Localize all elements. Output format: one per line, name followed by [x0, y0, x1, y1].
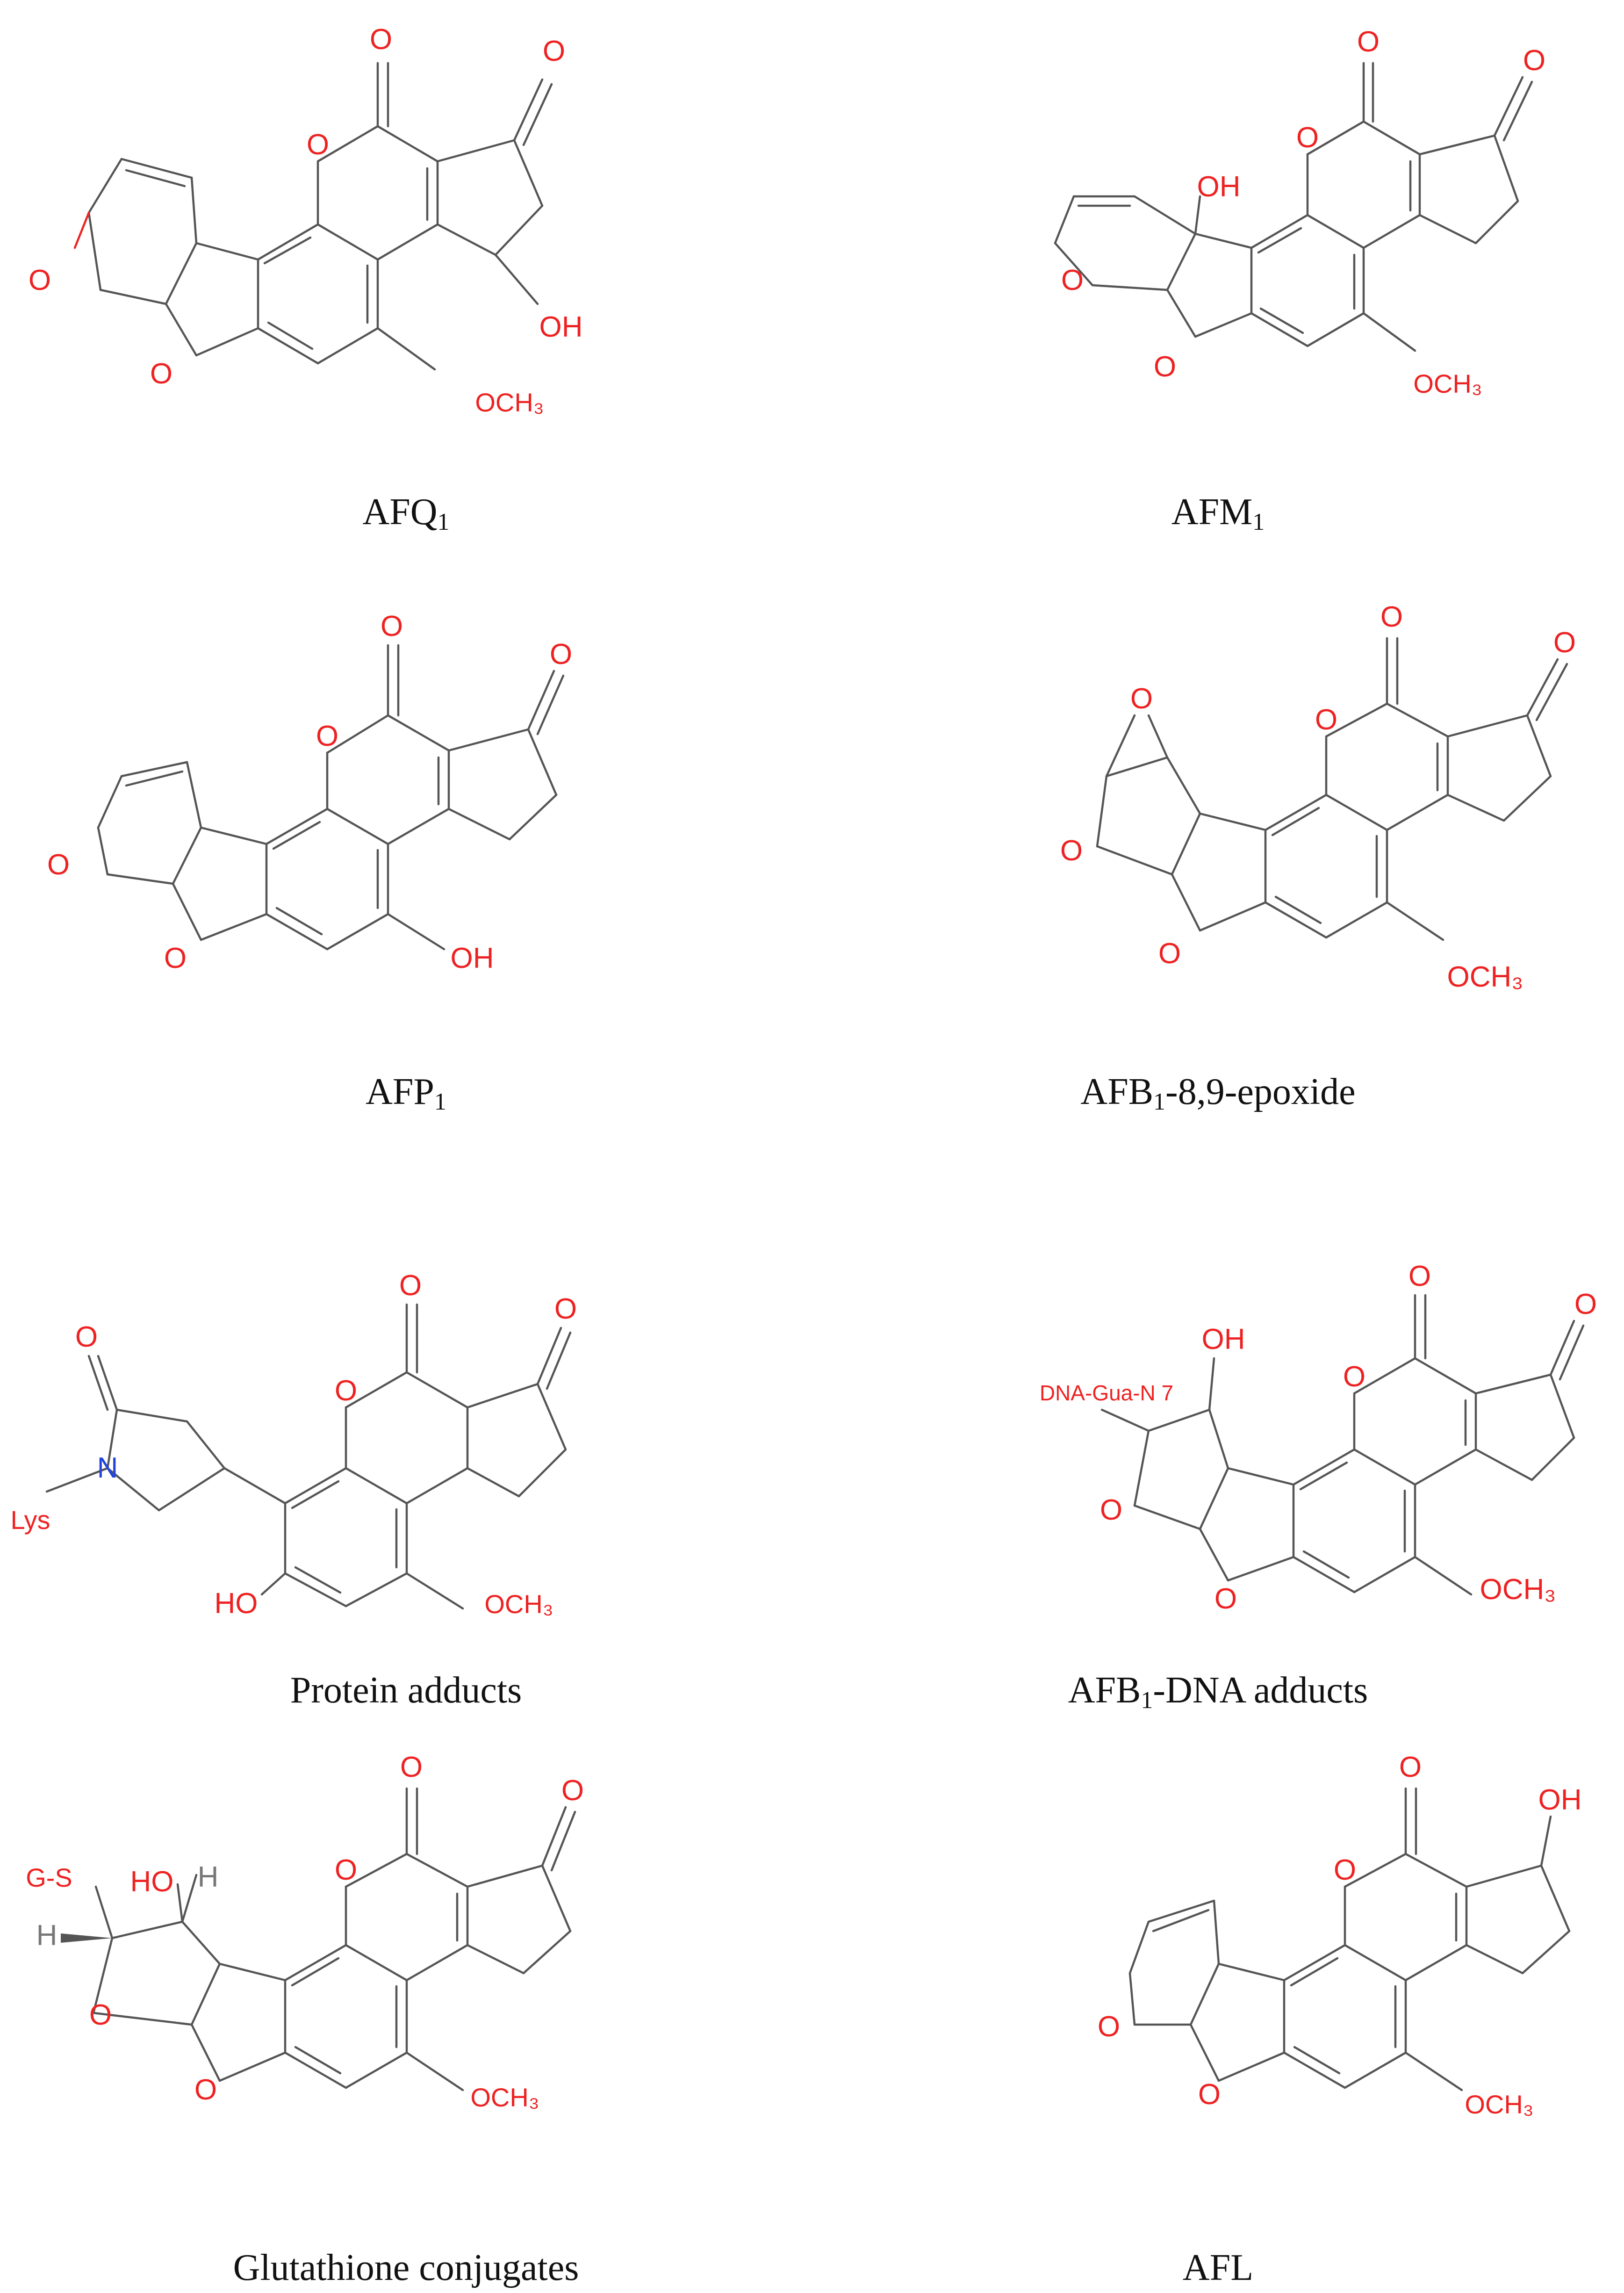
afm1-atom-labels: O O O OH O O OCH₃	[1061, 26, 1545, 398]
svg-text:O: O	[164, 942, 187, 974]
protein-structure-svg: O O O O N Lys HO OCH₃	[10, 1269, 577, 1620]
epoxide-bonds	[1096, 637, 1568, 941]
svg-text:O: O	[550, 638, 572, 671]
svg-text:Lys: Lys	[10, 1505, 50, 1535]
svg-text:HO: HO	[215, 1587, 258, 1620]
svg-text:O: O	[1214, 1583, 1237, 1615]
svg-text:O: O	[150, 358, 172, 390]
caption-afb1-dna-adducts: AFB1-DNA adducts	[1068, 1670, 1368, 1714]
svg-text:O: O	[554, 1293, 577, 1325]
epoxide-atom-labels: O O O O O O OCH₃	[1060, 601, 1576, 993]
afp1-structure-svg: O O O O O OH	[47, 610, 572, 974]
caption-glutathione-conjugates: Glutathione conjugates	[233, 2247, 579, 2288]
svg-text:O: O	[29, 264, 51, 296]
svg-text:O: O	[1523, 44, 1545, 77]
dna-structure-svg: O O O OH DNA-Gua-N 7 O O OCH₃	[1040, 1260, 1597, 1615]
svg-text:O: O	[370, 23, 392, 56]
svg-text:H: H	[36, 1919, 57, 1952]
svg-text:O: O	[316, 720, 338, 752]
protein-atom-labels: O O O O N Lys HO OCH₃	[10, 1269, 577, 1620]
structure-afl: O OH O O O OCH₃ AFL	[812, 1725, 1624, 2293]
svg-text:O: O	[75, 1321, 98, 1353]
svg-text:O: O	[307, 129, 329, 161]
structure-glutathione-conjugates: O O O G-S HO H H O O OCH₃ Glutathione co…	[0, 1725, 812, 2293]
caption-afp1: AFP1	[366, 1071, 446, 1115]
svg-text:OH: OH	[1197, 171, 1241, 203]
svg-text:O: O	[1296, 122, 1319, 154]
svg-text:O: O	[47, 849, 70, 881]
svg-text:O: O	[1343, 1361, 1365, 1393]
structure-afb1-dna-adducts: O O O OH DNA-Gua-N 7 O O OCH₃ AFB1-DNA a…	[812, 1150, 1624, 1725]
epoxide-structure-svg: O O O O O O OCH₃	[1060, 601, 1576, 993]
svg-text:O: O	[1399, 1751, 1422, 1783]
structure-afm1: O O O OH O O OCH₃ AFM1	[812, 0, 1624, 575]
structure-afq1: O O O OH O O OCH₃ AFQ1	[0, 0, 812, 575]
svg-text:OCH₃: OCH₃	[1413, 369, 1482, 398]
afl-atom-labels: O OH O O O OCH₃	[1098, 1751, 1582, 2119]
svg-text:N: N	[97, 1452, 118, 1484]
svg-text:O: O	[1154, 351, 1176, 383]
svg-text:O: O	[335, 1854, 357, 1886]
structure-protein-adducts: O O O O N Lys HO OCH₃ Protein adducts	[0, 1150, 812, 1725]
svg-text:OCH₃: OCH₃	[470, 2083, 539, 2112]
svg-text:O: O	[1061, 264, 1084, 296]
svg-text:O: O	[1357, 26, 1380, 58]
svg-text:OCH₃: OCH₃	[1480, 1573, 1556, 1606]
svg-text:OH: OH	[1202, 1323, 1245, 1356]
svg-text:O: O	[400, 1751, 423, 1783]
svg-text:O: O	[194, 2074, 217, 2106]
dna-bonds	[1100, 1294, 1585, 1596]
caption-afm1: AFM1	[1171, 491, 1265, 535]
glutathione-bonds	[61, 1787, 576, 2091]
svg-text:O: O	[89, 1999, 112, 2031]
svg-text:O: O	[335, 1375, 357, 1407]
afq1-bonds	[73, 62, 553, 371]
svg-text:O: O	[1315, 704, 1337, 736]
svg-text:OCH₃: OCH₃	[475, 388, 544, 417]
afl-bonds	[1128, 1787, 1571, 2091]
structure-afb1-epoxide: O O O O O O OCH₃ AFB1-8,9-epoxide	[812, 575, 1624, 1150]
svg-text:O: O	[1100, 1494, 1122, 1526]
afm1-bonds	[1054, 62, 1533, 352]
svg-text:O: O	[1098, 2011, 1120, 2043]
svg-text:OH: OH	[539, 311, 583, 343]
svg-text:O: O	[399, 1269, 422, 1302]
svg-text:O: O	[1334, 1854, 1356, 1886]
caption-protein-adducts: Protein adducts	[290, 1670, 522, 1711]
glutathione-atom-labels: O O O G-S HO H H O O OCH₃	[26, 1751, 584, 2112]
svg-text:O: O	[1130, 683, 1153, 715]
svg-text:O: O	[1553, 627, 1576, 659]
afq1-atom-labels: O O O OH O O OCH₃	[29, 23, 583, 417]
structure-afp1: O O O O O OH AFP1	[0, 575, 812, 1150]
svg-text:H: H	[198, 1861, 219, 1893]
caption-afq1: AFQ1	[362, 491, 450, 535]
svg-text:OH: OH	[1538, 1784, 1582, 1816]
svg-text:OCH₃: OCH₃	[1465, 2090, 1533, 2119]
svg-text:O: O	[1158, 937, 1181, 970]
caption-afl: AFL	[1182, 2247, 1254, 2288]
svg-text:O: O	[1380, 601, 1403, 633]
protein-bonds	[45, 1303, 572, 1610]
afp1-bonds	[97, 644, 565, 951]
afp1-atom-labels: O O O O O OH	[47, 610, 572, 974]
svg-text:O: O	[1060, 835, 1083, 867]
afl-structure-svg: O OH O O O OCH₃	[1098, 1751, 1582, 2119]
afm1-structure-svg: O O O OH O O OCH₃	[1054, 26, 1545, 398]
svg-text:O: O	[381, 610, 403, 642]
caption-afb1-epoxide: AFB1-8,9-epoxide	[1080, 1071, 1356, 1115]
svg-text:OCH₃: OCH₃	[1447, 961, 1523, 993]
svg-text:O: O	[1408, 1260, 1431, 1292]
svg-text:HO: HO	[130, 1866, 174, 1898]
svg-text:DNA-Gua-N 7: DNA-Gua-N 7	[1040, 1381, 1173, 1405]
dna-atom-labels: O O O OH DNA-Gua-N 7 O O OCH₃	[1040, 1260, 1597, 1615]
svg-text:O: O	[1574, 1288, 1597, 1320]
afq1-structure-svg: O O O OH O O OCH₃	[29, 23, 583, 417]
glutathione-structure-svg: O O O G-S HO H H O O OCH₃	[26, 1751, 584, 2112]
svg-text:O: O	[543, 35, 565, 67]
svg-text:OCH₃: OCH₃	[484, 1589, 553, 1619]
svg-text:O: O	[561, 1774, 584, 1807]
svg-text:OH: OH	[451, 942, 494, 974]
svg-text:O: O	[1198, 2078, 1221, 2111]
svg-text:G-S: G-S	[26, 1863, 72, 1892]
